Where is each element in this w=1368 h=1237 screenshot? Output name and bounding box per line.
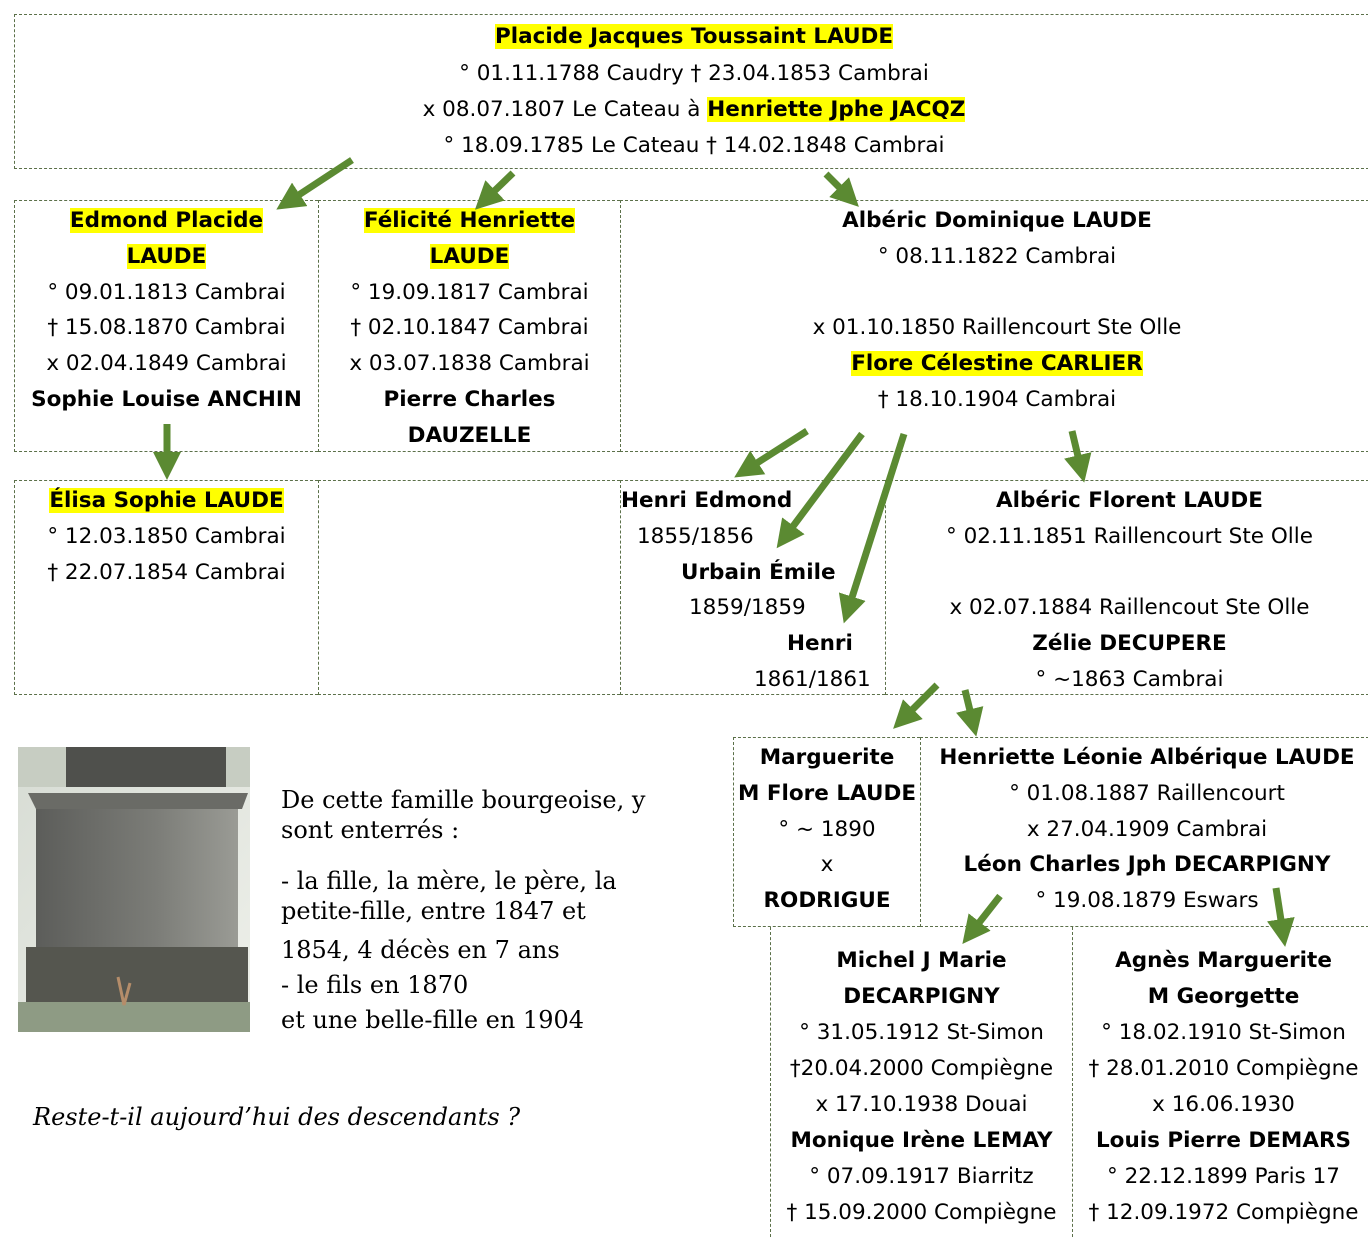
marguerite-spouse: RODRIGUE: [763, 888, 891, 913]
grave-photo: [18, 747, 250, 1032]
felicite-spouse-2: DAUZELLE: [407, 423, 532, 448]
short-lived-box: Henri Edmond 1855/1856 Urbain Émile 1859…: [620, 480, 885, 695]
henriette-name: Henriette Léonie Albérique LAUDE: [939, 745, 1355, 770]
list-line-3: 1854, 4 décès en 7 ans: [281, 936, 560, 964]
arrow-florent-marguerite: [893, 682, 940, 729]
michel-name-1: Michel J Marie: [836, 948, 1007, 973]
intro-line-1: De cette famille bourgeoise, y: [281, 786, 646, 814]
agnes-death: † 28.01.2010 Compiègne: [1088, 1056, 1359, 1081]
root-box: Placide Jacques Toussaint LAUDE ° 01.11.…: [14, 14, 1368, 169]
alberic-marriage: x 01.10.1850 Raillencourt Ste Olle: [812, 315, 1182, 340]
marguerite-marriage: x: [820, 852, 834, 877]
henri-name: Henri: [787, 631, 853, 656]
elisa-birth: ° 12.03.1850 Cambrai: [47, 524, 286, 549]
agnes-spouse-death: † 12.09.1972 Compiègne: [1088, 1200, 1359, 1225]
agnes-name-2: M Georgette: [1147, 984, 1300, 1009]
empty-box: [318, 480, 620, 695]
michel-spouse-death: † 15.09.2000 Compiègne: [786, 1200, 1057, 1225]
elisa-name: Élisa Sophie LAUDE: [49, 488, 284, 513]
root-spouse-dates: ° 18.09.1785 Le Cateau † 14.02.1848 Camb…: [443, 133, 945, 158]
marguerite-birth: ° ~ 1890: [778, 817, 876, 842]
root-birth-death: ° 01.11.1788 Caudry † 23.04.1853 Cambrai: [459, 61, 929, 86]
felicite-marriage: x 03.07.1838 Cambrai: [349, 351, 590, 376]
arrow-alberic-florent: [1064, 430, 1092, 483]
alberic-name: Albéric Dominique LAUDE: [842, 208, 1152, 233]
alberic-birth: ° 08.11.1822 Cambrai: [877, 244, 1117, 269]
alberic-florent-name: Albéric Florent LAUDE: [996, 488, 1263, 513]
edmond-spouse: Sophie Louise ANCHIN: [31, 387, 302, 412]
edmond-marriage: x 02.04.1849 Cambrai: [46, 351, 287, 376]
felicite-birth: ° 19.09.1817 Cambrai: [350, 280, 589, 305]
marguerite-name-2: M Flore LAUDE: [737, 781, 917, 806]
alberic-florent-birth: ° 02.11.1851 Raillencourt Ste Olle: [946, 524, 1313, 549]
felicite-box: Félicité Henriette LAUDE ° 19.09.1817 Ca…: [318, 200, 620, 452]
henri-edmond-name: Henri Edmond: [621, 488, 793, 513]
edmond-death: † 15.08.1870 Cambrai: [47, 315, 286, 340]
list-line-2: petite-fille, entre 1847 et: [281, 897, 586, 925]
arrow-root-alberic: [823, 171, 859, 207]
elisa-box: Élisa Sophie LAUDE ° 12.03.1850 Cambrai …: [14, 480, 318, 695]
arrow-henriette-agnes: [1267, 887, 1295, 947]
michel-spouse-birth: ° 07.09.1917 Biarritz: [809, 1164, 1034, 1189]
felicite-death: † 02.10.1847 Cambrai: [350, 315, 589, 340]
arrow-florent-henriette: [956, 689, 984, 737]
urbain-dates: 1859/1859: [689, 595, 806, 620]
michel-box: Michel J Marie DECARPIGNY ° 31.05.1912 S…: [770, 927, 1072, 1237]
agnes-spouse: Louis Pierre DEMARS: [1095, 1128, 1352, 1153]
alberic-spouse: Flore Célestine CARLIER: [851, 351, 1143, 376]
question-text: Reste-t-il aujourd’hui des descendants ?: [33, 1103, 521, 1131]
list-line-5: et une belle-fille en 1904: [281, 1006, 585, 1034]
alberic-florent-marriage: x 02.07.1884 Raillencout Ste Olle: [949, 595, 1310, 620]
henriette-spouse: Léon Charles Jph DECARPIGNY: [963, 852, 1331, 877]
agnes-birth: ° 18.02.1910 St-Simon: [1101, 1020, 1346, 1045]
agnes-spouse-birth: ° 22.12.1899 Paris 17: [1107, 1164, 1340, 1189]
arrow-alberic-henri: [838, 432, 908, 624]
urbain-name: Urbain Émile: [681, 560, 836, 585]
list-line-4: - le fils en 1870: [281, 971, 469, 999]
edmond-birth: ° 09.01.1813 Cambrai: [47, 280, 286, 305]
michel-marriage: x 17.10.1938 Douai: [815, 1092, 1028, 1117]
henriette-box: Henriette Léonie Albérique LAUDE ° 01.08…: [920, 737, 1368, 927]
michel-name-2: DECARPIGNY: [843, 984, 1000, 1009]
agnes-name-1: Agnès Marguerite: [1115, 948, 1332, 973]
alberic-florent-spouse-birth: ° ~1863 Cambrai: [1035, 667, 1224, 692]
edmond-name-2: LAUDE: [126, 244, 207, 269]
alberic-box: Albéric Dominique LAUDE ° 08.11.1822 Cam…: [620, 200, 1368, 452]
alberic-florent-spouse: Zélie DECUPERE: [1032, 631, 1227, 656]
edmond-name-1: Edmond Placide: [69, 208, 264, 233]
arrow-alberic-urbain: [776, 431, 865, 549]
agnes-marriage: x 16.06.1930: [1152, 1092, 1295, 1117]
michel-birth: ° 31.05.1912 St-Simon: [799, 1020, 1044, 1045]
root-name: Placide Jacques Toussaint LAUDE: [494, 24, 894, 49]
root-marriage: x 08.07.1807 Le Cateau à: [422, 97, 708, 122]
root-spouse: Henriette Jphe JACQZ: [707, 97, 966, 122]
henriette-birth: ° 01.08.1887 Raillencourt: [1009, 781, 1285, 806]
edmond-box: Edmond Placide LAUDE ° 09.01.1813 Cambra…: [14, 200, 318, 452]
alberic-spouse-death: † 18.10.1904 Cambrai: [877, 387, 1117, 412]
felicite-name-2: LAUDE: [429, 244, 510, 269]
henriette-marriage: x 27.04.1909 Cambrai: [1026, 817, 1268, 842]
felicite-name-1: Félicité Henriette: [363, 208, 576, 233]
marguerite-name-1: Marguerite: [759, 745, 895, 770]
arrow-alberic-henri-edmond: [734, 428, 809, 478]
henri-dates: 1861/1861: [754, 667, 871, 692]
elisa-death: † 22.07.1854 Cambrai: [47, 560, 286, 585]
marguerite-box: Marguerite M Flore LAUDE ° ~ 1890 x RODR…: [733, 737, 920, 927]
michel-death: †20.04.2000 Compiègne: [789, 1056, 1054, 1081]
arrow-henriette-michel: [962, 893, 1003, 945]
arrow-root-edmond: [276, 157, 354, 210]
list-line-1: - la fille, la mère, le père, la: [281, 867, 617, 895]
arrow-root-felicite: [474, 170, 516, 210]
intro-line-2: sont enterrés :: [281, 816, 460, 844]
agnes-box: Agnès Marguerite M Georgette ° 18.02.191…: [1072, 927, 1368, 1237]
alberic-florent-box: Albéric Florent LAUDE ° 02.11.1851 Raill…: [885, 480, 1368, 695]
michel-spouse: Monique Irène LEMAY: [790, 1128, 1053, 1153]
felicite-spouse-1: Pierre Charles: [383, 387, 556, 412]
henriette-spouse-birth: ° 19.08.1879 Eswars: [1035, 888, 1259, 913]
henri-edmond-dates: 1855/1856: [637, 524, 754, 549]
